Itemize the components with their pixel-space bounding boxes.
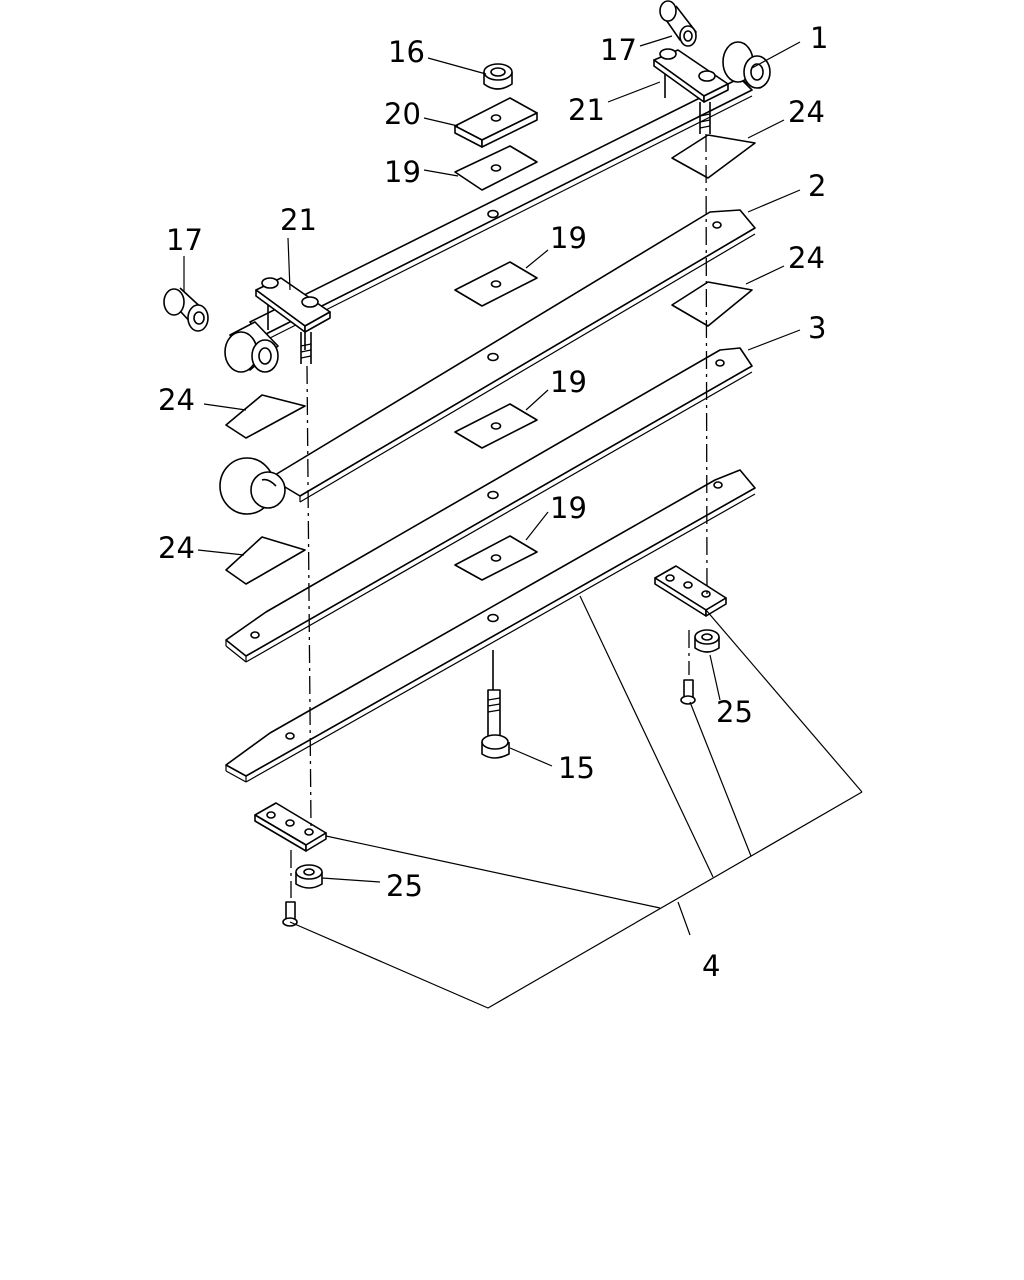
leaf-part-2 <box>219 209 756 515</box>
nut-25-rear <box>694 629 720 653</box>
plate-20 <box>454 97 538 148</box>
callout-labels: 1 2 3 4 15 16 17 17 19 19 19 19 20 21 21… <box>158 21 828 983</box>
plate-19-fourth <box>454 535 538 581</box>
plate-19-second <box>454 261 538 307</box>
callout-19-second: 19 <box>550 221 587 255</box>
callout-3: 3 <box>808 311 826 345</box>
callout-21-front: 21 <box>280 203 317 237</box>
callout-19-third: 19 <box>550 365 587 399</box>
callout-17-rear: 17 <box>600 33 637 67</box>
assembly-axis-front <box>306 365 312 827</box>
callout-4: 4 <box>702 949 720 983</box>
liner-24-rear-lower <box>671 281 753 327</box>
clip-front <box>255 277 331 364</box>
spring-eye-front <box>224 321 279 373</box>
callout-17-front: 17 <box>166 223 203 257</box>
assembly-axis-rear <box>705 133 708 597</box>
spring-eye-rear <box>722 41 771 89</box>
callout-19-top: 19 <box>384 155 421 189</box>
liner-24-front-lower <box>225 536 306 585</box>
callout-16: 16 <box>388 35 425 69</box>
leaf-part-3 <box>225 347 753 663</box>
clip-rear <box>653 48 729 134</box>
callout-24-front-upper: 24 <box>158 383 195 417</box>
bolt-rear-lower <box>680 679 696 705</box>
center-bolt-15 <box>481 650 510 759</box>
lower-plate-rear <box>654 565 727 617</box>
callout-24-front-lower: 24 <box>158 531 195 565</box>
callout-2: 2 <box>808 169 826 203</box>
nut-16 <box>483 63 513 90</box>
plate-19-top <box>454 145 538 191</box>
callout-25-rear: 25 <box>716 695 753 729</box>
bottom-leaf <box>225 469 756 783</box>
assembly-4-bracket <box>289 595 863 1009</box>
callout-15: 15 <box>558 751 595 785</box>
callout-25-front: 25 <box>386 869 423 903</box>
bushing-17-front <box>163 287 209 332</box>
leader-lines <box>183 35 801 883</box>
callout-19-fourth: 19 <box>550 491 587 525</box>
bushing-17-rear <box>659 0 697 47</box>
lower-plate-front <box>254 802 327 852</box>
callout-1: 1 <box>810 21 828 55</box>
plate-19-third <box>454 403 538 449</box>
liner-24-rear-upper <box>671 134 756 179</box>
main-leaf-part-1 <box>249 77 753 343</box>
callout-21-rear: 21 <box>568 93 605 127</box>
callout-24-rear-lower: 24 <box>788 241 825 275</box>
callout-24-rear-upper: 24 <box>788 95 825 129</box>
liner-24-front-upper <box>225 394 306 439</box>
nut-25-front <box>295 864 323 889</box>
callout-20: 20 <box>384 97 421 131</box>
